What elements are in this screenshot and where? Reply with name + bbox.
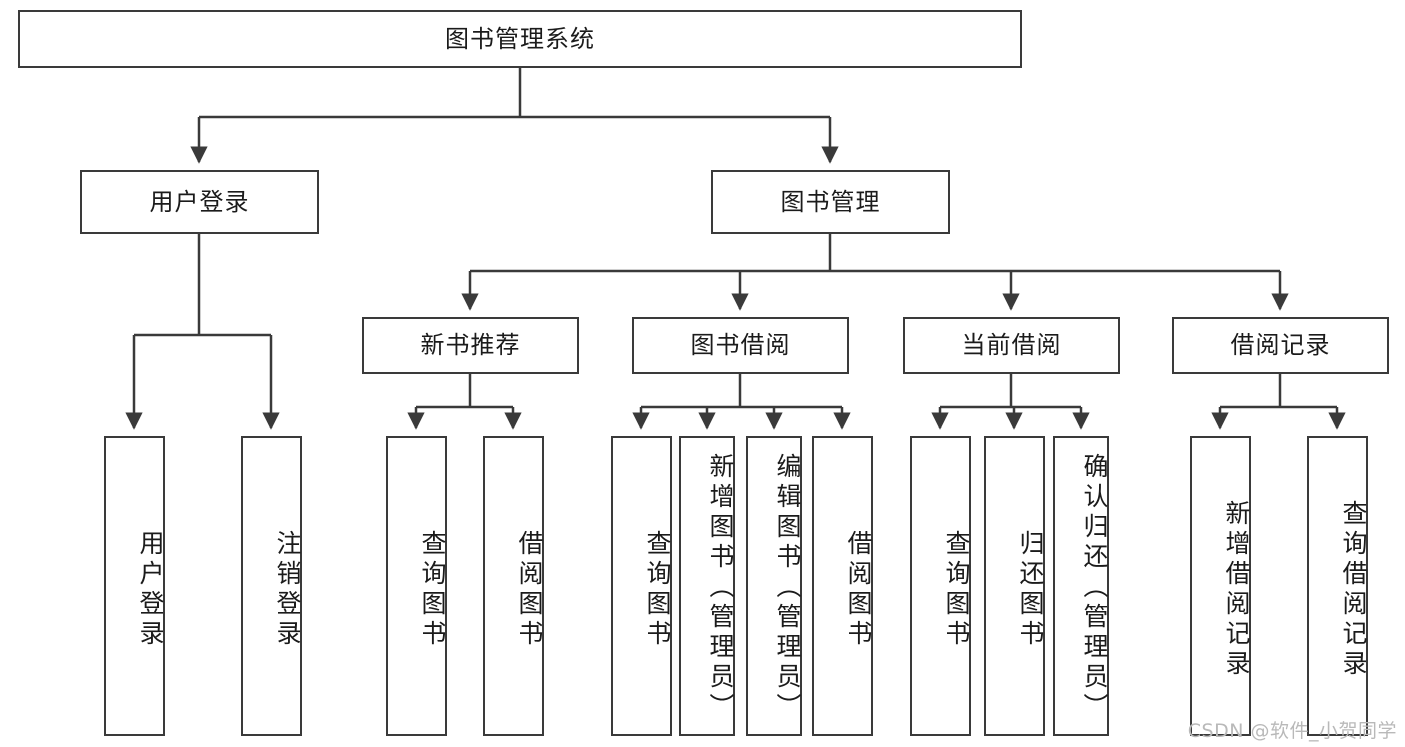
leaf-return-books[interactable]: 归还图书 bbox=[984, 436, 1045, 736]
node-book-management-label: 图书管理 bbox=[780, 187, 881, 216]
leaf-confirm-return-admin[interactable]: 确认归还（管理员） bbox=[1053, 436, 1109, 736]
leaf-confirm-return-admin-label: 确认归还（管理员） bbox=[1080, 453, 1109, 723]
node-book-management[interactable]: 图书管理 bbox=[711, 170, 950, 234]
node-current-borrow-label: 当前借阅 bbox=[961, 331, 1062, 360]
node-root-label: 图书管理系统 bbox=[445, 24, 595, 53]
node-new-book-recommendation[interactable]: 新书推荐 bbox=[362, 317, 579, 374]
node-new-book-recommendation-label: 新书推荐 bbox=[420, 331, 521, 360]
leaf-add-borrow-record-label: 新增借阅记录 bbox=[1222, 500, 1251, 680]
leaf-query-books-recommendation-label: 查询图书 bbox=[418, 530, 447, 650]
leaf-user-logout-label: 注销登录 bbox=[273, 530, 302, 650]
leaf-add-borrow-record[interactable]: 新增借阅记录 bbox=[1190, 436, 1251, 736]
leaf-user-logout[interactable]: 注销登录 bbox=[241, 436, 302, 736]
watermark-text: CSDN @软件_小贺同学 bbox=[1187, 720, 1397, 742]
leaf-add-book-admin[interactable]: 新增图书（管理员） bbox=[679, 436, 735, 736]
leaf-query-books-current[interactable]: 查询图书 bbox=[910, 436, 971, 736]
node-book-borrow[interactable]: 图书借阅 bbox=[632, 317, 849, 374]
leaf-query-borrow-record-label: 查询借阅记录 bbox=[1339, 500, 1368, 680]
leaf-borrow-books-recommendation-label: 借阅图书 bbox=[515, 530, 544, 650]
leaf-add-book-admin-label: 新增图书（管理员） bbox=[706, 453, 735, 723]
leaf-query-books-recommendation[interactable]: 查询图书 bbox=[386, 436, 447, 736]
leaf-user-login[interactable]: 用户登录 bbox=[104, 436, 165, 736]
leaf-borrow-books-label: 借阅图书 bbox=[844, 530, 873, 650]
leaf-query-books-current-label: 查询图书 bbox=[942, 530, 971, 650]
leaf-edit-book-admin[interactable]: 编辑图书（管理员） bbox=[746, 436, 802, 736]
node-user-login[interactable]: 用户登录 bbox=[80, 170, 319, 234]
leaf-user-login-label: 用户登录 bbox=[136, 530, 165, 650]
leaf-borrow-books-recommendation[interactable]: 借阅图书 bbox=[483, 436, 544, 736]
node-borrow-records-label: 借阅记录 bbox=[1230, 331, 1331, 360]
leaf-query-books-borrow[interactable]: 查询图书 bbox=[611, 436, 672, 736]
leaf-edit-book-admin-label: 编辑图书（管理员） bbox=[773, 453, 802, 723]
node-book-borrow-label: 图书借阅 bbox=[690, 331, 791, 360]
leaf-query-borrow-record[interactable]: 查询借阅记录 bbox=[1307, 436, 1368, 736]
node-current-borrow[interactable]: 当前借阅 bbox=[903, 317, 1120, 374]
leaf-return-books-label: 归还图书 bbox=[1016, 530, 1045, 650]
leaf-query-books-borrow-label: 查询图书 bbox=[643, 530, 672, 650]
leaf-borrow-books[interactable]: 借阅图书 bbox=[812, 436, 873, 736]
node-borrow-records[interactable]: 借阅记录 bbox=[1172, 317, 1389, 374]
node-user-login-label: 用户登录 bbox=[149, 187, 250, 216]
node-root[interactable]: 图书管理系统 bbox=[18, 10, 1022, 68]
